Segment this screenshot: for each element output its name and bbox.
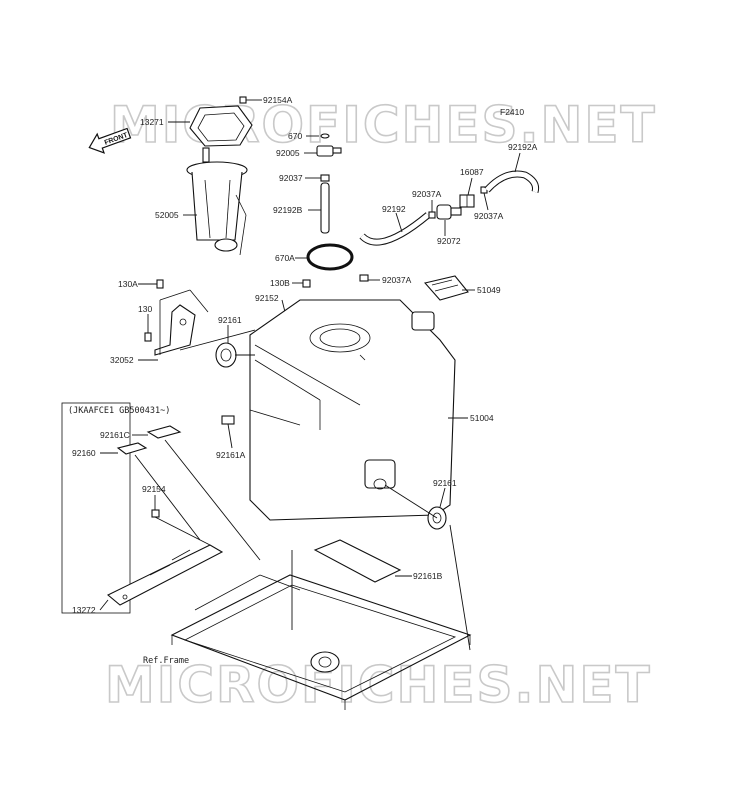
callout-130B: 130B — [270, 278, 290, 288]
bracket-32052 — [154, 289, 209, 356]
pad-92161C — [146, 425, 182, 439]
callout-92037A-mid: 92037A — [382, 275, 412, 285]
bolt-92154 — [151, 509, 160, 518]
callout-32052: 32052 — [110, 355, 134, 365]
bolt-130 — [144, 332, 152, 342]
callout-92072: 92072 — [437, 236, 461, 246]
callout-92161-left: 92161 — [218, 315, 242, 325]
applicability-box — [61, 402, 131, 614]
fuel-pump-52005 — [186, 147, 248, 256]
callout-51049: 51049 — [477, 285, 501, 295]
callout-13271: 13271 — [140, 117, 164, 127]
clamp-92037A-a — [428, 211, 436, 219]
watermark-bottom: MICROFICHES.NET — [105, 656, 652, 714]
hose-92192B — [320, 182, 330, 234]
frame — [170, 574, 472, 710]
fuel-tank-51004 — [249, 299, 456, 521]
grommet-92161-left — [215, 342, 237, 368]
cap-51049 — [423, 275, 469, 301]
o-ring-670 — [320, 133, 330, 139]
valve-92072 — [436, 204, 462, 220]
callout-670: 670 — [288, 131, 302, 141]
filter-16087 — [459, 194, 475, 208]
callout-92160: 92160 — [72, 448, 96, 458]
clamp-92037A-mid — [359, 274, 369, 282]
bolt-92154A — [239, 96, 247, 104]
gasket-13271 — [189, 105, 253, 147]
callout-92037A-a: 92037A — [412, 189, 442, 199]
callout-51004: 51004 — [470, 413, 494, 423]
callout-92192A: 92192A — [508, 142, 538, 152]
callout-92192: 92192 — [382, 204, 406, 214]
valve-92005 — [316, 145, 342, 157]
callout-92037-top: 92037 — [279, 173, 303, 183]
pad-92160 — [116, 442, 148, 455]
callout-92161A: 92161A — [216, 450, 246, 460]
ref-frame-label: Ref.Frame — [143, 656, 189, 666]
o-ring-670A — [306, 243, 354, 271]
callout-92161B: 92161B — [413, 571, 443, 581]
pad-92161A — [221, 415, 235, 425]
bolt-130A — [156, 279, 164, 289]
callout-52005: 52005 — [155, 210, 179, 220]
callout-92005: 92005 — [276, 148, 300, 158]
callout-92154A: 92154A — [263, 95, 293, 105]
callout-92154: 92154 — [142, 484, 166, 494]
callout-92152: 92152 — [255, 293, 279, 303]
applicability-note: (JKAAFCE1 GB500431~) — [68, 406, 170, 416]
figure-code: F2410 — [500, 107, 524, 117]
bolt-130B — [302, 279, 311, 288]
callout-13272: 13272 — [72, 605, 96, 615]
callout-130: 130 — [138, 304, 152, 314]
callout-670A: 670A — [275, 253, 295, 263]
callout-92192B: 92192B — [273, 205, 303, 215]
bracket-13272 — [106, 544, 224, 606]
callout-92161-right: 92161 — [433, 478, 457, 488]
callout-130A: 130A — [118, 279, 138, 289]
pad-92161B — [313, 539, 402, 583]
callout-92161C: 92161C — [100, 430, 130, 440]
callout-16087: 16087 — [460, 167, 484, 177]
clamp-92037 — [320, 174, 330, 182]
callout-92037A-b: 92037A — [474, 211, 504, 221]
